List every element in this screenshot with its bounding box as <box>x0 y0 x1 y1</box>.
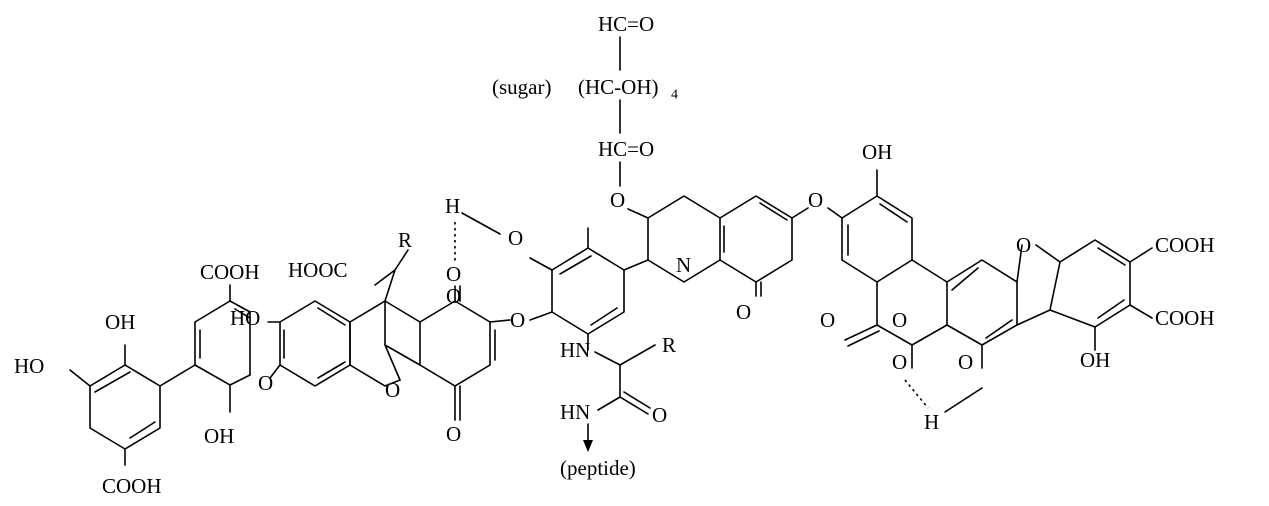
label-oh-xanth: HO <box>230 306 260 330</box>
label-ketone-r: O <box>892 308 907 332</box>
label-h-top: H <box>445 194 460 218</box>
label-hcoh: (HC-OH) <box>578 75 658 99</box>
label-oh-top: OH <box>862 140 892 164</box>
label-hn-amide: HN <box>560 338 590 362</box>
label-o-hb1: O <box>892 350 907 374</box>
label-o-gly: O <box>610 188 625 212</box>
label-o-ether-r: O <box>808 188 823 212</box>
label-cooh-r1: COOH <box>1155 233 1215 257</box>
atom-labels: HC=O (sugar) (HC-OH) 4 HC=O O OH O O COO… <box>14 12 1215 498</box>
label-hn-peptide: HN <box>560 400 590 424</box>
label-n-ring: N <box>676 253 691 277</box>
label-hooc: HOOC <box>288 258 348 282</box>
label-ald1: HC=O <box>598 12 654 36</box>
label-o-quinone: O <box>736 300 751 324</box>
label-ho-bp: HO <box>14 354 44 378</box>
label-r-left: R <box>398 228 412 252</box>
label-oh-bp2: OH <box>204 424 234 448</box>
label-ketone-l: O <box>820 308 835 332</box>
label-h-hb: H <box>924 410 939 434</box>
label-o-link-mid: O <box>510 308 525 332</box>
label-o-xanthene: O <box>385 378 400 402</box>
bond-lines <box>69 36 1153 466</box>
label-hcoh-sub: 4 <box>671 88 678 103</box>
label-o-phenol: O <box>508 226 523 250</box>
label-o-carbonyl: O <box>652 403 667 427</box>
label-o-quin-bot: O <box>446 422 461 446</box>
label-ald2: HC=O <box>598 137 654 161</box>
label-o-quin-top: O <box>446 284 461 308</box>
label-o-hb2: O <box>958 350 973 374</box>
label-oh-r-bottom: OH <box>1080 348 1110 372</box>
label-cooh-r2: COOH <box>1155 306 1215 330</box>
label-cooh-bottom: COOH <box>102 474 162 498</box>
label-sugar: (sugar) <box>492 75 551 99</box>
label-o-furan: O <box>1016 233 1031 257</box>
label-o-link-left: O <box>258 371 273 395</box>
label-o-hbond-top: O <box>446 262 461 286</box>
label-cooh-top-l: COOH <box>200 260 260 284</box>
label-peptide: (peptide) <box>560 456 636 480</box>
label-r-amide: R <box>662 333 676 357</box>
label-oh-bp1: OH <box>105 310 135 334</box>
